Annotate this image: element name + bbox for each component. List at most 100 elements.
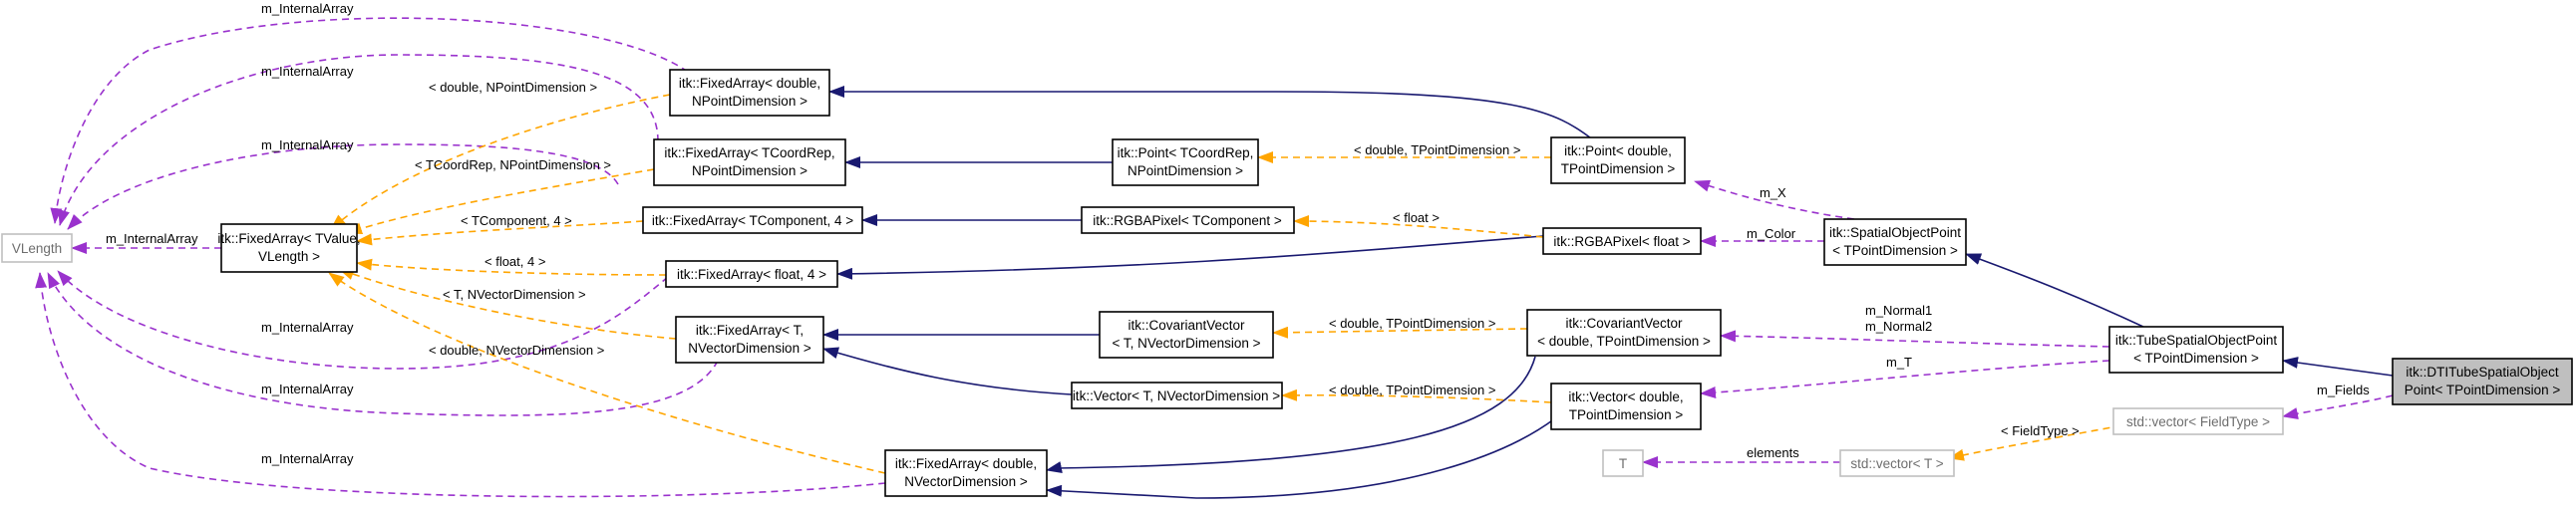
svg-text:std::vector< FieldType >: std::vector< FieldType >	[2126, 414, 2270, 429]
edge-label-m-t: m_T	[1886, 355, 1912, 370]
svg-text:itk::FixedArray< TValue,: itk::FixedArray< TValue,	[217, 231, 360, 246]
edge-vlength-fa-tcoordrep	[58, 54, 659, 226]
edge-label-tcoordrep-npoint: < TCoordRep, NPointDimension >	[415, 157, 611, 172]
node-fixedarray-tvalue[interactable]: itk::FixedArray< TValue, VLength >	[217, 223, 361, 273]
edge-label-t-nvector: < T, NVectorDimension >	[443, 287, 586, 302]
svg-text:NPointDimension >: NPointDimension >	[692, 163, 807, 178]
svg-text:NPointDimension >: NPointDimension >	[692, 94, 807, 109]
svg-text:itk::FixedArray< TCoordRep,: itk::FixedArray< TCoordRep,	[664, 145, 834, 160]
svg-text:T: T	[1619, 456, 1627, 471]
node-fixedarray-tcomponent[interactable]: itk::FixedArray< TComponent, 4 >	[642, 206, 863, 234]
svg-text:itk::SpatialObjectPoint: itk::SpatialObjectPoint	[1829, 225, 1961, 240]
edge-label-double-nvector: < double, NVectorDimension >	[429, 343, 604, 358]
node-fixedarray-tcoordrep[interactable]: itk::FixedArray< TCoordRep, NPointDimens…	[653, 138, 846, 186]
edge-label-float-4: < float, 4 >	[484, 254, 545, 269]
node-rgbapixel-tcomponent[interactable]: itk::RGBAPixel< TComponent >	[1081, 206, 1295, 234]
edge-tvalue-fa-double-nvector	[328, 272, 886, 474]
edge-label-internalarray-1: m_InternalArray	[261, 1, 354, 16]
edge-tvalue-fa-t-nvector	[338, 268, 677, 340]
svg-text:< TPointDimension >: < TPointDimension >	[1832, 243, 1958, 258]
edge-label-internalarray-4: m_InternalArray	[106, 231, 198, 246]
svg-text:NVectorDimension >: NVectorDimension >	[904, 474, 1028, 489]
edge-label-internalarray-2: m_InternalArray	[261, 64, 354, 79]
svg-text:itk::Vector< T, NVectorDimensi: itk::Vector< T, NVectorDimension >	[1073, 388, 1280, 403]
edge-vlength-fa-double-nvector	[35, 272, 886, 498]
edge-label-elements: elements	[1747, 445, 1799, 460]
edge-label-float: < float >	[1393, 210, 1440, 225]
edge-label-double-tpoint-3: < double, TPointDimension >	[1329, 383, 1495, 397]
edge-inherit-vector-t	[822, 347, 1073, 395]
svg-text:TPointDimension >: TPointDimension >	[1561, 161, 1676, 176]
node-t[interactable]: T	[1602, 449, 1644, 477]
node-fixedarray-double-npoint[interactable]: itk::FixedArray< double, NPointDimension…	[669, 69, 830, 117]
edge-label-double-npoint: < double, NPointDimension >	[429, 80, 597, 95]
edge-label-m-x: m_X	[1760, 185, 1786, 200]
svg-text:itk::TubeSpatialObjectPoint: itk::TubeSpatialObjectPoint	[2115, 333, 2278, 348]
edge-tpl-stdvec-t	[1948, 422, 2134, 461]
node-covariantvector-double[interactable]: itk::CovariantVector < double, TPointDim…	[1526, 309, 1722, 357]
node-spatialobjectpoint[interactable]: itk::SpatialObjectPoint < TPointDimensio…	[1823, 218, 1967, 266]
svg-text:itk::CovariantVector: itk::CovariantVector	[1127, 318, 1245, 333]
edge-tpl-rgba-tcomponent	[1293, 215, 1544, 238]
node-fixedarray-t-nvector[interactable]: itk::FixedArray< T, NVectorDimension >	[675, 316, 824, 364]
svg-text:itk::CovariantVector: itk::CovariantVector	[1565, 316, 1683, 331]
svg-text:NVectorDimension >: NVectorDimension >	[688, 341, 811, 356]
svg-text:itk::FixedArray< float, 4 >: itk::FixedArray< float, 4 >	[677, 267, 826, 282]
edge-use-m-t	[1700, 360, 2110, 398]
edge-label-fieldtype: < FieldType >	[2001, 423, 2080, 438]
svg-text:itk::Point< double,: itk::Point< double,	[1564, 143, 1672, 158]
edge-label-double-tpoint-2: < double, TPointDimension >	[1329, 316, 1495, 331]
edge-tvalue-fa-float4	[356, 258, 667, 276]
svg-text:itk::Point< TCoordRep,: itk::Point< TCoordRep,	[1118, 145, 1254, 160]
edge-label-m-fields: m_Fields	[2317, 383, 2370, 397]
edge-inherit-point-double	[828, 86, 1596, 142]
node-vector-double[interactable]: itk::Vector< double, TPointDimension >	[1550, 383, 1702, 430]
svg-text:< double, TPointDimension >: < double, TPointDimension >	[1537, 334, 1711, 349]
edge-use-m-normal	[1720, 330, 2110, 348]
svg-text:itk::FixedArray< double,: itk::FixedArray< double,	[679, 76, 820, 91]
node-point-tcoordrep[interactable]: itk::Point< TCoordRep, NPointDimension >	[1112, 138, 1259, 186]
edge-inherit-sop	[1965, 253, 2144, 328]
svg-text:Point< TPointDimension >: Point< TPointDimension >	[2405, 383, 2561, 397]
svg-text:< TPointDimension >: < TPointDimension >	[2133, 351, 2259, 366]
svg-text:NPointDimension >: NPointDimension >	[1127, 163, 1243, 178]
node-stdvector-fieldtype[interactable]: std::vector< FieldType >	[2112, 407, 2284, 435]
node-vlength-label: VLength	[12, 241, 62, 256]
edge-label-internalarray-5: m_InternalArray	[261, 320, 354, 335]
edge-inherit-rgba-float	[836, 235, 1544, 280]
node-fixedarray-float4[interactable]: itk::FixedArray< float, 4 >	[665, 260, 838, 288]
edge-label-internalarray-6: m_InternalArray	[261, 382, 354, 396]
edge-inherit-covvec-double	[1046, 356, 1536, 473]
node-tubespatialobjectpoint[interactable]: itk::TubeSpatialObjectPoint < TPointDime…	[2108, 326, 2284, 374]
edge-vlength-fa-float4	[57, 270, 669, 370]
edge-tvalue-fa-tcoordrep	[346, 168, 655, 234]
svg-text:itk::DTITubeSpatialObject: itk::DTITubeSpatialObject	[2406, 365, 2559, 380]
edge-label-m-color: m_Color	[1747, 226, 1796, 241]
node-point-double[interactable]: itk::Point< double, TPointDimension >	[1550, 136, 1686, 184]
node-covariantvector-t[interactable]: itk::CovariantVector < T, NVectorDimensi…	[1099, 311, 1274, 359]
edge-vlength-fa-double-npoint	[50, 17, 689, 224]
svg-text:itk::RGBAPixel< float >: itk::RGBAPixel< float >	[1553, 234, 1690, 249]
svg-text:TPointDimension >: TPointDimension >	[1569, 407, 1684, 422]
edge-tpl-covvec-t	[1272, 326, 1528, 339]
node-rgbapixel-float[interactable]: itk::RGBAPixel< float >	[1542, 227, 1702, 255]
edge-label-m-normal2: m_Normal2	[1865, 319, 1932, 334]
edge-tvalue-fa-double-npoint	[330, 94, 671, 230]
svg-text:< T, NVectorDimension >: < T, NVectorDimension >	[1112, 336, 1260, 351]
node-stdvector-t[interactable]: std::vector< T >	[1839, 449, 1955, 477]
svg-text:itk::FixedArray< double,: itk::FixedArray< double,	[895, 456, 1037, 471]
svg-text:std::vector< T >: std::vector< T >	[1850, 456, 1943, 471]
svg-text:itk::FixedArray< TComponent, 4: itk::FixedArray< TComponent, 4 >	[652, 213, 853, 228]
edge-label-internalarray-3: m_InternalArray	[261, 137, 354, 152]
node-dtitubespatialobjectpoint[interactable]: itk::DTITubeSpatialObject Point< TPointD…	[2392, 358, 2573, 405]
node-fixedarray-double-nvector[interactable]: itk::FixedArray< double, NVectorDimensio…	[884, 449, 1048, 497]
node-vlength[interactable]: VLength	[1, 233, 73, 263]
edge-label-internalarray-7: m_InternalArray	[261, 451, 354, 466]
edge-use-m-fields	[2282, 394, 2394, 419]
node-vector-t[interactable]: itk::Vector< T, NVectorDimension >	[1071, 382, 1283, 409]
edge-use-m-x	[1694, 179, 1855, 220]
svg-text:itk::FixedArray< T,: itk::FixedArray< T,	[696, 323, 804, 338]
edge-tpl-vector-t	[1281, 388, 1552, 403]
edge-inherit-tsop	[2282, 357, 2394, 377]
